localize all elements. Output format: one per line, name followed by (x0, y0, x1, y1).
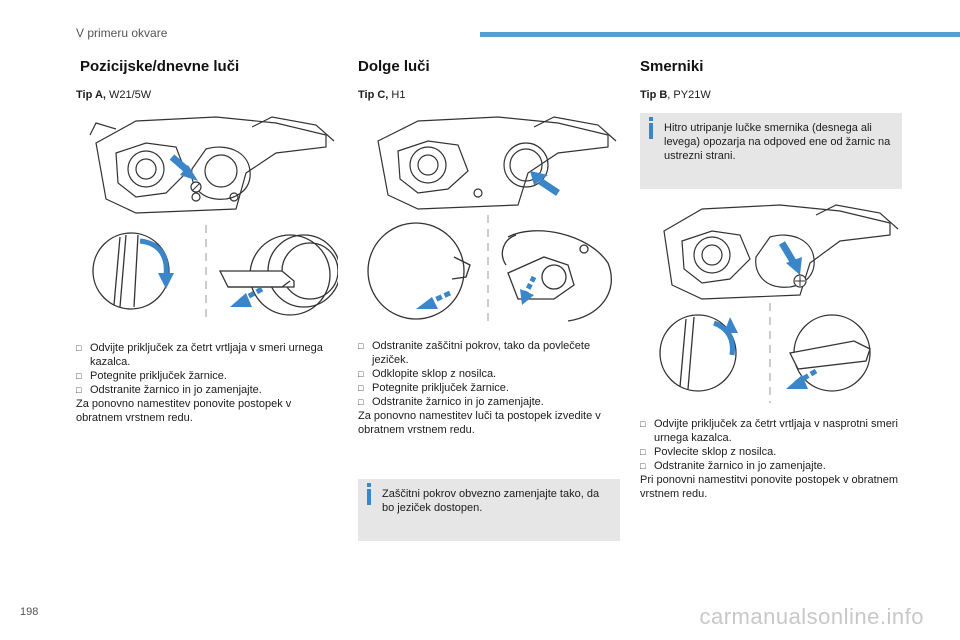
step-marker-icon: □ (76, 343, 82, 353)
info-icon-bar (649, 123, 653, 139)
step-text: Odklopite sklop z nosilca. (372, 368, 497, 380)
step-text: Povlecite sklop z nosilca. (654, 446, 777, 458)
step-marker-icon: □ (76, 385, 82, 395)
reinstall-note: Za ponovno namestitev ponovite postopek … (76, 398, 292, 424)
reinstall-note: Pri ponovni namestitvi ponovite postopek… (640, 474, 899, 500)
step-item: □ Potegnite priključek žarnice. (76, 369, 338, 383)
bulb-type-label: Tip A, (76, 89, 106, 101)
step-item: □ Odstranite žarnico in jo zamenjajte. (76, 383, 338, 397)
step-marker-icon: □ (358, 397, 364, 407)
step-text: Odvijte priključek za četrt vrtljaja v s… (90, 342, 323, 368)
step-marker-icon: □ (76, 371, 82, 381)
step-item: □ Odvijte priključek za četrt vrtljaja v … (76, 341, 338, 369)
step-marker-icon: □ (358, 369, 364, 379)
step-item: □ Povlecite sklop z nosilca. (640, 445, 902, 459)
step-text: Odstranite žarnico in jo zamenjajte. (90, 384, 262, 396)
bulb-type-line: Tip C, H1 (358, 89, 620, 101)
info-icon (649, 117, 653, 121)
step-marker-icon: □ (358, 341, 364, 351)
info-box: Hitro utripanje lučke smernika (desnega … (640, 113, 902, 189)
bulb-code: W21/5W (105, 89, 152, 101)
step-marker-icon: □ (640, 461, 646, 471)
step-text: Odstranite zaščitni pokrov, tako da povl… (372, 340, 591, 366)
bulb-type-line: Tip B, PY21W (640, 89, 902, 101)
headlamp-diagram (663, 204, 899, 300)
page-number: 198 (20, 606, 39, 618)
bulb-type-label: Tip C, (358, 89, 389, 101)
bulb-type-line: Tip A, W21/5W (76, 89, 338, 101)
cover-removal-diagram (367, 215, 612, 323)
column-indicators: Smerniki Tip B, PY21W Hitro utripanje lu… (640, 58, 902, 501)
column-high-beam: Dolge luči Tip C, H1 (358, 58, 620, 541)
section-header-title: V primeru okvare (76, 26, 168, 40)
step-item: □ Odstranite žarnico in jo zamenjajte. (358, 395, 620, 409)
header-accent-bar (480, 32, 960, 37)
watermark: carmanualsonline.info (699, 604, 924, 629)
section-title: Smerniki (640, 58, 704, 75)
instruction-steps: □ Odstranite zaščitni pokrov, tako da pov… (358, 339, 620, 409)
step-marker-icon: □ (640, 447, 646, 457)
info-text: Zaščitni pokrov obvezno zamenjajte tako,… (382, 488, 600, 514)
step-item: □ Odvijte priključek za četrt vrtljaja v … (640, 417, 902, 445)
section-title: Dolge luči (358, 58, 430, 75)
column-position-lights: Pozicijske/dnevne luči Tip A, W21/5W (76, 58, 338, 425)
step-text: Odvijte priključek za četrt vrtljaja v n… (654, 418, 898, 444)
step-marker-icon: □ (640, 419, 646, 429)
bulb-socket-diagram (659, 303, 871, 403)
step-text: Potegnite priključek žarnice. (372, 382, 509, 394)
headlamp-diagram (377, 116, 617, 210)
bulb-socket-diagram (92, 225, 338, 319)
info-box: Zaščitni pokrov obvezno zamenjajte tako,… (358, 479, 620, 541)
step-text: Odstranite žarnico in jo zamenjajte. (372, 396, 544, 408)
bulb-type-label: Tip B (640, 89, 668, 101)
instruction-steps: □ Odvijte priključek za četrt vrtljaja v … (640, 417, 902, 473)
step-item: □ Odstranite žarnico in jo zamenjajte. (640, 459, 902, 473)
instruction-steps: □ Odvijte priključek za četrt vrtljaja v … (76, 341, 338, 397)
info-icon-bar (367, 489, 371, 505)
step-item: □ Potegnite priključek žarnice. (358, 381, 620, 395)
reinstall-note: Za ponovno namestitev luči ta postopek i… (358, 410, 601, 436)
step-item: □ Odklopite sklop z nosilca. (358, 367, 620, 381)
info-icon (367, 483, 371, 487)
info-text: Hitro utripanje lučke smernika (desnega … (664, 122, 891, 162)
bulb-code: H1 (388, 89, 406, 101)
step-item: □ Odstranite zaščitni pokrov, tako da pov… (358, 339, 620, 367)
step-text: Odstranite žarnico in jo zamenjajte. (654, 460, 826, 472)
section-title: Pozicijske/dnevne luči (80, 58, 240, 75)
headlamp-diagram (89, 116, 335, 214)
bulb-code: , PY21W (667, 89, 711, 101)
step-text: Potegnite priključek žarnice. (90, 370, 227, 382)
step-marker-icon: □ (358, 383, 364, 393)
